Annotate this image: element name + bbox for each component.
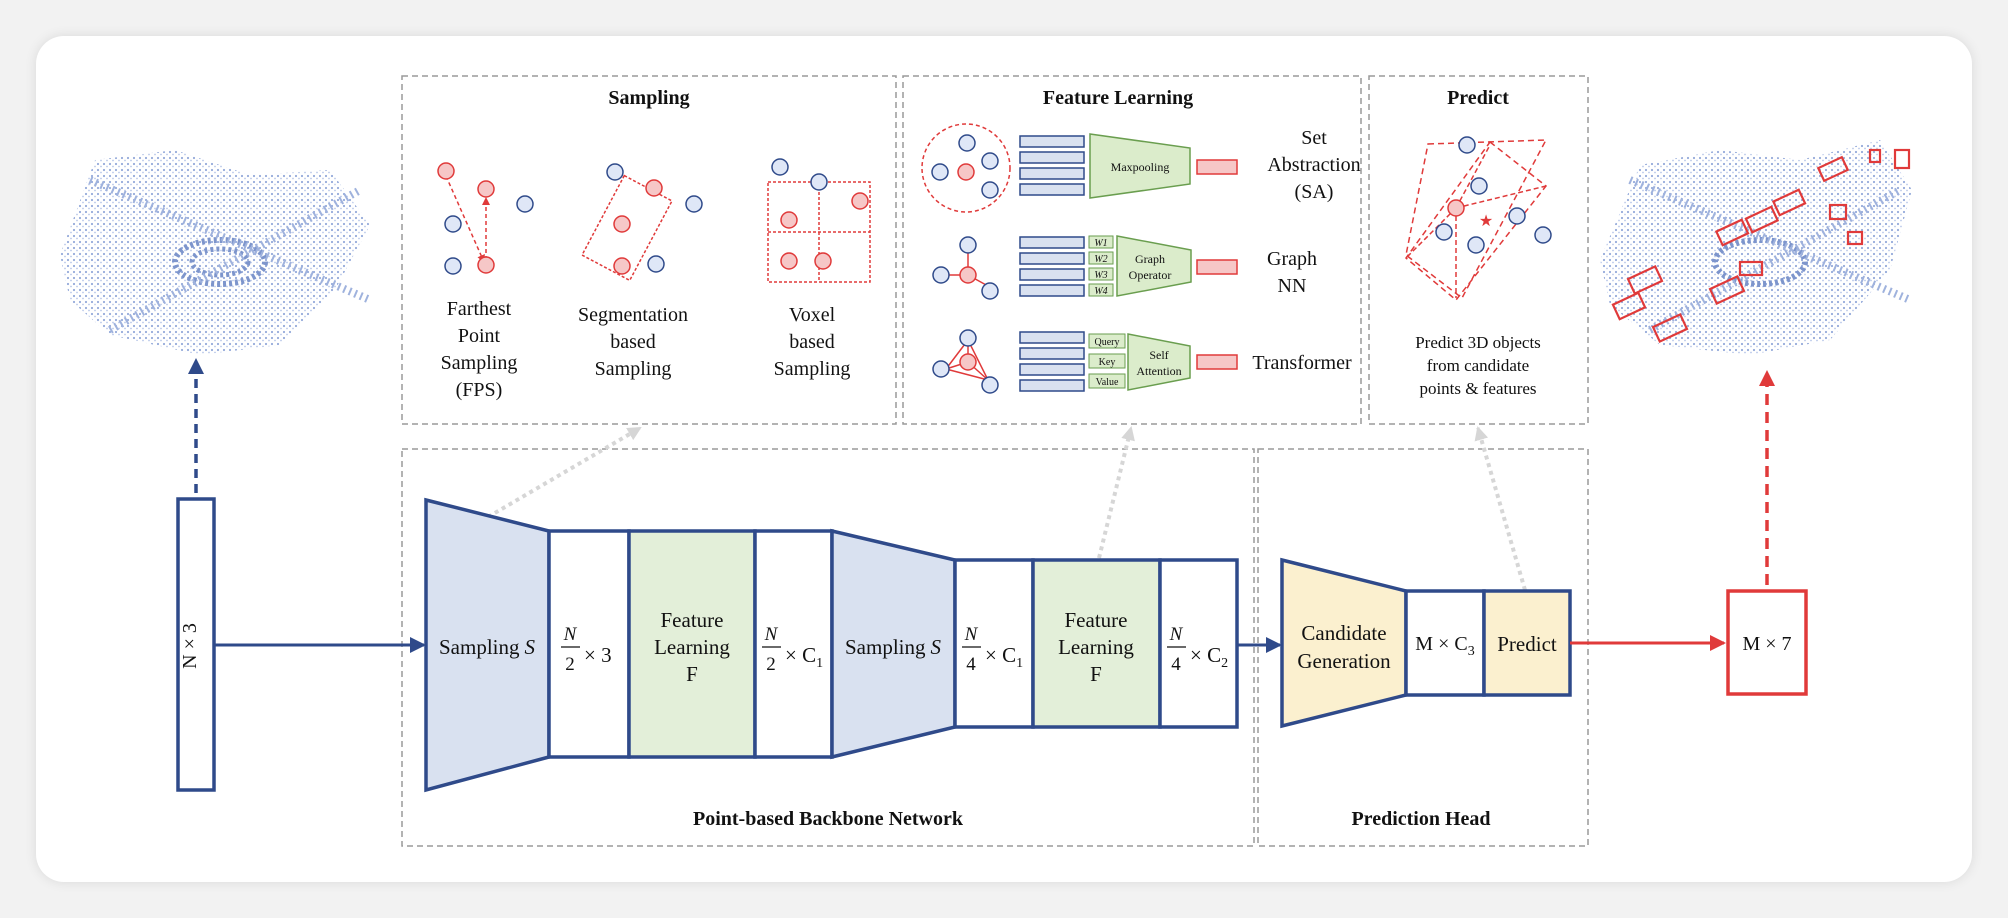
svg-text:× 3: × 3 (584, 643, 612, 667)
feature-learning-block-2-line-1: Feature (1065, 608, 1128, 632)
fps-label-line-4: (FPS) (456, 379, 503, 401)
sampling-panel-title: Sampling (608, 87, 689, 109)
set-abstraction-row: Maxpooling Set Abstraction (SA) (921, 123, 1361, 213)
feature-learning-block-2-line-3: F (1090, 662, 1102, 686)
graph-operator-label-line-1: Graph (1135, 252, 1165, 266)
set-abstraction-label-line-3: (SA) (1295, 181, 1334, 203)
feature-learning-block-2 (1031, 558, 1162, 729)
voxel-label-line-3: Sampling (774, 358, 851, 380)
voxel-label-line-2: based (789, 331, 835, 353)
weight-w1: W1 (1094, 238, 1107, 249)
dim-label-mxc3: M × C3 (1415, 633, 1474, 659)
dim-label-n2xc1: N 2 × C1 (762, 624, 823, 675)
dim-block-mxc3 (1404, 589, 1486, 697)
set-abstraction-label-line-1: Set (1301, 127, 1327, 149)
output-point-cloud-image (1600, 140, 1912, 355)
weight-w4: W4 (1094, 286, 1107, 297)
feature-learning-block-1-line-3: F (686, 662, 698, 686)
svg-text:× C1: × C1 (785, 643, 823, 671)
sampling-callout-arrow (486, 426, 642, 519)
segmentation-label-line-3: Sampling (595, 358, 672, 380)
graph-nn-label-line-1: Graph (1267, 248, 1317, 270)
svg-text:N: N (964, 624, 979, 645)
svg-text:× C1: × C1 (985, 643, 1023, 671)
feature-learning-panel-title: Feature Learning (1043, 87, 1193, 109)
fps-label-line-2: Point (458, 325, 501, 347)
predict-panel (1368, 75, 1589, 425)
predict-caption-line-1: Predict 3D objects (1415, 333, 1541, 352)
fps-illustration (437, 162, 534, 275)
value-label: Value (1096, 377, 1119, 388)
set-abstraction-label-line-2: Abstraction (1267, 154, 1360, 176)
segmentation-label-line-1: Segmentation (578, 304, 688, 326)
weight-w3: W3 (1094, 270, 1107, 281)
output-tensor-box (1726, 589, 1808, 696)
predict-caption-line-3: points & features (1419, 379, 1536, 398)
feature-learning-callout-arrow (1097, 426, 1135, 559)
feature-learning-block-1-line-1: Feature (661, 608, 724, 632)
prediction-head-panel (1257, 448, 1589, 847)
graph-operator-label-line-2: Operator (1129, 268, 1172, 282)
backbone-section-label: Point-based Backbone Network (693, 808, 964, 830)
candidate-generation-line-2: Generation (1297, 649, 1391, 673)
feature-learning-block-1 (627, 529, 757, 759)
svg-text:4: 4 (1171, 654, 1181, 675)
key-label: Key (1099, 357, 1116, 368)
svg-text:4: 4 (966, 654, 976, 675)
svg-text:× C2: × C2 (1190, 643, 1228, 671)
feature-learning-block-1-line-2: Learning (654, 635, 730, 659)
maxpooling-label: Maxpooling (1111, 160, 1170, 174)
input-point-cloud-image (60, 150, 372, 355)
segmentation-sampling-illustration (581, 163, 703, 282)
svg-text:2: 2 (766, 654, 776, 675)
detected-boxes (1611, 148, 1911, 344)
dim-block-n4xc2 (1158, 558, 1239, 729)
self-attention-label-line-1: Self (1149, 348, 1168, 362)
svg-text:N: N (764, 624, 779, 645)
dim-label-n2x3: N 2 × 3 (561, 624, 612, 675)
voxel-sampling-illustration (767, 158, 871, 283)
prediction-head-section-label: Prediction Head (1351, 808, 1490, 830)
transformer-row: Query Key Value Self Attention Transform… (932, 329, 1352, 394)
weight-w2: W2 (1094, 254, 1107, 265)
graph-nn-row: W1 W2 W3 W4 Graph Operator Graph NN (932, 235, 1317, 300)
predict-block-label: Predict (1497, 632, 1557, 656)
segmentation-label-line-2: based (610, 331, 656, 353)
fps-label-line-3: Sampling (441, 352, 518, 374)
predict-callout-arrow (1474, 426, 1527, 591)
svg-text:2: 2 (565, 654, 575, 675)
self-attention-label-line-2: Attention (1136, 364, 1181, 378)
graph-nn-label-line-2: NN (1278, 275, 1307, 297)
dim-block-n4xc1 (953, 558, 1035, 729)
svg-text:N: N (563, 624, 578, 645)
feature-learning-panel (902, 75, 1362, 425)
dim-label-n4xc2: N 4 × C2 (1167, 624, 1228, 675)
input-tensor-label: N × 3 (179, 623, 201, 669)
predict-caption-line-2: from candidate (1427, 356, 1529, 375)
feature-learning-block-2-line-2: Learning (1058, 635, 1134, 659)
query-label: Query (1095, 337, 1120, 348)
dim-label-n4xc1: N 4 × C1 (962, 624, 1023, 675)
fps-label-line-1: Farthest (447, 298, 512, 320)
sampling-panel (401, 75, 897, 425)
svg-text:★: ★ (1479, 211, 1493, 230)
output-tensor-label: M × 7 (1742, 633, 1791, 655)
candidate-generation-line-1: Candidate (1301, 621, 1386, 645)
backbone-panel (401, 448, 1255, 847)
svg-text:N: N (1169, 624, 1184, 645)
predict-illustration: ★ (1404, 136, 1552, 302)
voxel-label-line-1: Voxel (789, 304, 836, 326)
transformer-label: Transformer (1252, 352, 1352, 374)
predict-panel-title: Predict (1447, 87, 1509, 109)
